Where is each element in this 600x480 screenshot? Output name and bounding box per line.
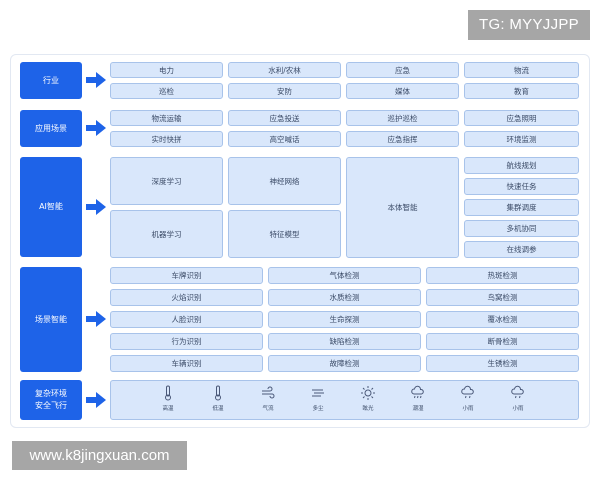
cloud-rain-icon — [511, 385, 524, 399]
cloud-rain-icon — [461, 385, 474, 399]
detection-cell: 生命探测 — [268, 311, 421, 328]
arrow-right-icon — [86, 120, 106, 136]
dust-icon — [312, 389, 324, 397]
env-item: 小雨 — [498, 385, 538, 415]
env-label: 小雨 — [512, 406, 524, 412]
ai-capability-cell: 特征模型 — [228, 210, 341, 258]
recognition-cell: 人脸识别 — [110, 311, 263, 328]
industry-cell: 媒体 — [346, 83, 459, 99]
arrow-right-icon — [86, 392, 106, 408]
wind-icon — [262, 386, 275, 399]
detection-cell: 故障检测 — [268, 355, 421, 372]
inspection-cell: 覆冰检测 — [426, 311, 579, 328]
scenario-cell: 应急照明 — [464, 110, 579, 126]
arrow-right-icon — [86, 199, 106, 215]
industry-cell: 教育 — [464, 83, 579, 99]
ai-core-cell: 本体智能 — [346, 157, 459, 258]
env-label: 气流 — [262, 406, 274, 412]
industry-cell: 安防 — [228, 83, 341, 99]
industry-cell: 巡检 — [110, 83, 223, 99]
row-label-scenario: 应用场景 — [20, 110, 82, 147]
industry-cell: 电力 — [110, 62, 223, 78]
ai-capability-cell: 神经网络 — [228, 157, 341, 205]
ai-function-cell: 集群调度 — [464, 199, 579, 216]
scenario-cell: 应急投送 — [228, 110, 341, 126]
env-item: 低温 — [198, 385, 238, 415]
ai-capability-cell: 深度学习 — [110, 157, 223, 205]
recognition-cell: 车牌识别 — [110, 267, 263, 284]
recognition-cell: 行为识别 — [110, 333, 263, 350]
scenario-cell: 高空喊话 — [228, 131, 341, 147]
ai-function-cell: 多机协同 — [464, 220, 579, 237]
thermometer-icon — [165, 385, 171, 401]
row-label-scene-intelligence: 场景智能 — [20, 267, 82, 372]
sun-glare-icon — [361, 386, 375, 400]
thermometer-icon — [215, 385, 221, 401]
env-label: 眩光 — [362, 406, 374, 412]
env-label: 高温 — [162, 406, 174, 412]
arrow-right-icon — [86, 72, 106, 88]
ai-function-cell: 航线规划 — [464, 157, 579, 174]
row-label-environment: 复杂环境 安全飞行 — [20, 380, 82, 420]
env-item: 小雨 — [448, 385, 488, 415]
industry-cell: 水利/农林 — [228, 62, 341, 78]
detection-cell: 气体检测 — [268, 267, 421, 284]
env-label: 潮湿 — [412, 406, 424, 412]
website-watermark: www.k8jingxuan.com — [12, 441, 187, 470]
scenario-cell: 物流运输 — [110, 110, 223, 126]
row-label-industry: 行业 — [20, 62, 82, 99]
inspection-cell: 鸟窝检测 — [426, 289, 579, 306]
inspection-cell: 生锈检测 — [426, 355, 579, 372]
recognition-cell: 火焰识别 — [110, 289, 263, 306]
ai-capability-cell: 机器学习 — [110, 210, 223, 258]
scenario-cell: 应急指挥 — [346, 131, 459, 147]
env-label: 低温 — [212, 406, 224, 412]
arrow-right-icon — [86, 311, 106, 327]
scenario-cell: 环境监测 — [464, 131, 579, 147]
detection-cell: 水质检测 — [268, 289, 421, 306]
env-item: 眩光 — [348, 385, 388, 415]
industry-cell: 物流 — [464, 62, 579, 78]
env-label: 多尘 — [312, 406, 324, 412]
inspection-cell: 热斑检测 — [426, 267, 579, 284]
ai-function-cell: 在线调参 — [464, 241, 579, 258]
recognition-cell: 车辆识别 — [110, 355, 263, 372]
environment-conditions-panel — [110, 380, 579, 420]
env-item: 气流 — [248, 385, 288, 415]
scenario-cell: 实时快拼 — [110, 131, 223, 147]
env-item: 多尘 — [298, 385, 338, 415]
inspection-cell: 断骨检测 — [426, 333, 579, 350]
ai-function-cell: 快速任务 — [464, 178, 579, 195]
detection-cell: 缺陷检测 — [268, 333, 421, 350]
telegram-watermark: TG: MYYJJPP — [468, 10, 590, 40]
cloud-rain-icon — [411, 385, 424, 399]
scenario-cell: 巡护巡检 — [346, 110, 459, 126]
env-item: 潮湿 — [398, 385, 438, 415]
env-label: 小雨 — [462, 406, 474, 412]
env-item: 高温 — [148, 385, 188, 415]
row-label-ai: AI智能 — [20, 157, 82, 257]
industry-cell: 应急 — [346, 62, 459, 78]
